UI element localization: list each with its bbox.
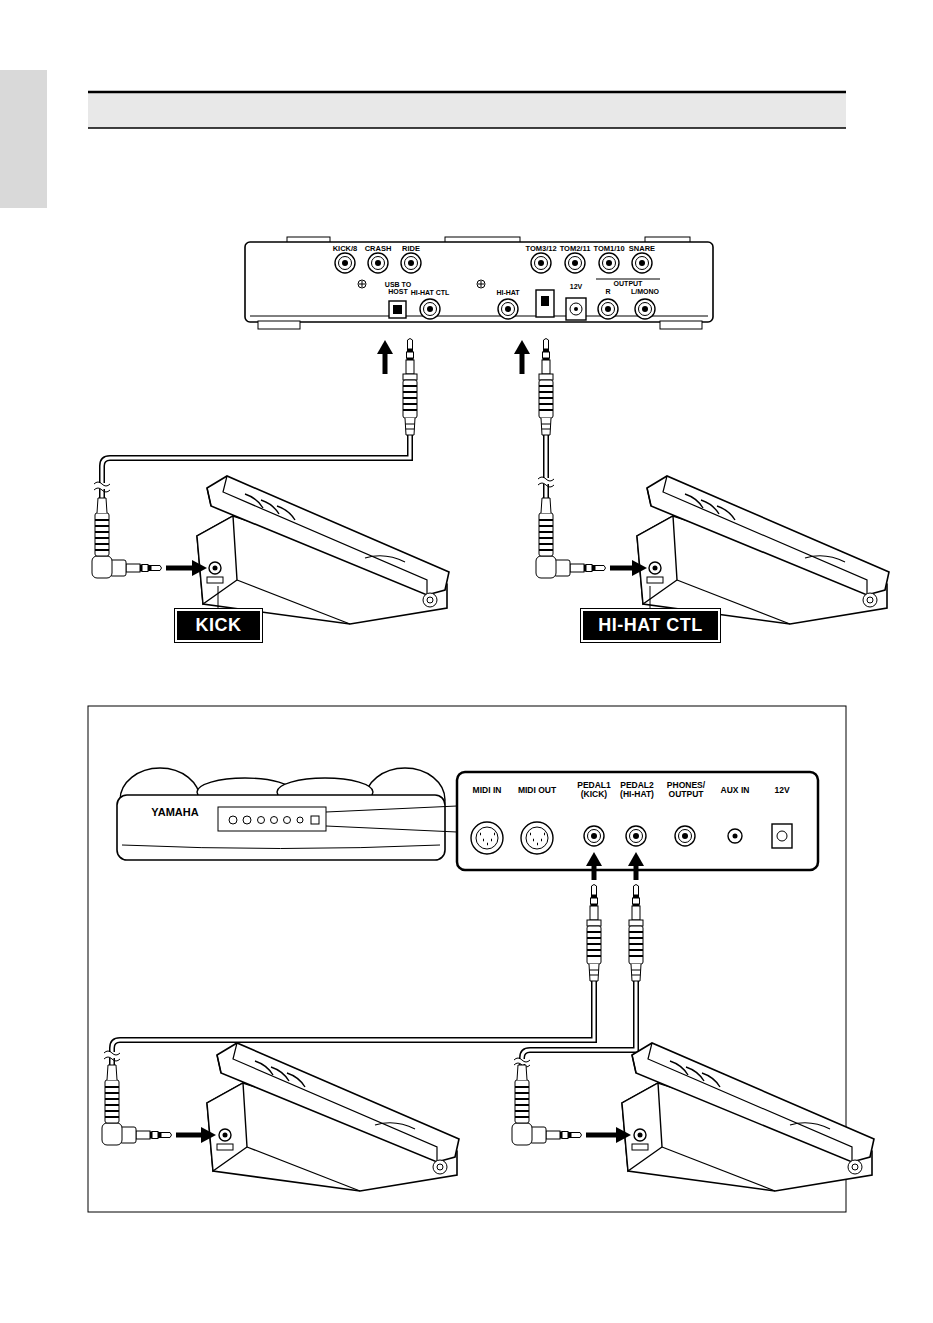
leader-line <box>326 806 457 832</box>
jack-label: MIDI OUT <box>518 786 556 795</box>
pedal <box>207 1043 459 1191</box>
jack-label: 12V <box>774 786 789 795</box>
plug <box>403 339 417 436</box>
plug <box>536 498 606 578</box>
cable <box>94 433 554 500</box>
jack-label: OUTPUT <box>614 280 643 287</box>
jack-label: MIDI IN <box>473 786 502 795</box>
header-rule <box>88 127 846 129</box>
jack-label: TOM2/11 <box>560 245 591 253</box>
drum-unit-rear <box>117 768 445 860</box>
plug <box>512 1065 582 1145</box>
jack-label: YAMAHA <box>151 807 198 819</box>
jack-label: 12V <box>570 283 582 290</box>
side-tab <box>0 70 47 208</box>
callout-box: KICK <box>177 611 260 640</box>
jack-label: TOM3/12 <box>525 245 556 253</box>
jack-label: USB TO HOST <box>382 281 414 296</box>
jack-label: AUX IN <box>721 786 750 795</box>
header-band <box>88 92 846 128</box>
cable <box>104 981 636 1067</box>
jack-label: CRASH <box>365 245 392 253</box>
plug <box>587 885 601 982</box>
jack-label: HI-HAT <box>496 289 519 296</box>
header-rule <box>88 91 846 94</box>
pedal <box>622 1043 874 1191</box>
plug <box>92 498 162 578</box>
panel-inset <box>457 772 818 870</box>
drum-module-rear <box>245 237 713 329</box>
arrow <box>377 340 530 374</box>
jack-label: SNARE <box>629 245 655 253</box>
jack-label: R <box>605 288 610 295</box>
callout-text: KICK <box>196 615 242 636</box>
jack-label: TOM1/10 <box>593 245 624 253</box>
plug <box>539 339 553 436</box>
jack-label: HI-HAT CTL <box>411 289 450 296</box>
jack-label: KICK/8 <box>333 245 358 253</box>
leader-line <box>218 586 650 611</box>
jack-label: PEDAL2 (HI-HAT) <box>614 781 660 799</box>
jack-label: L/MONO <box>631 288 659 295</box>
plug <box>629 885 643 982</box>
jack-label: PEDAL1 (KICK) <box>574 781 614 799</box>
callout-box: HI-HAT CTL <box>583 611 718 640</box>
pedal <box>637 476 889 624</box>
jack-label: PHONES/ OUTPUT <box>663 781 709 799</box>
jack-label: RIDE <box>402 245 420 253</box>
pedal <box>197 476 449 624</box>
arrow <box>176 1127 631 1143</box>
callout-text: HI-HAT CTL <box>598 615 703 636</box>
arrow <box>586 852 644 880</box>
arrow <box>166 560 647 576</box>
plug <box>102 1065 172 1145</box>
